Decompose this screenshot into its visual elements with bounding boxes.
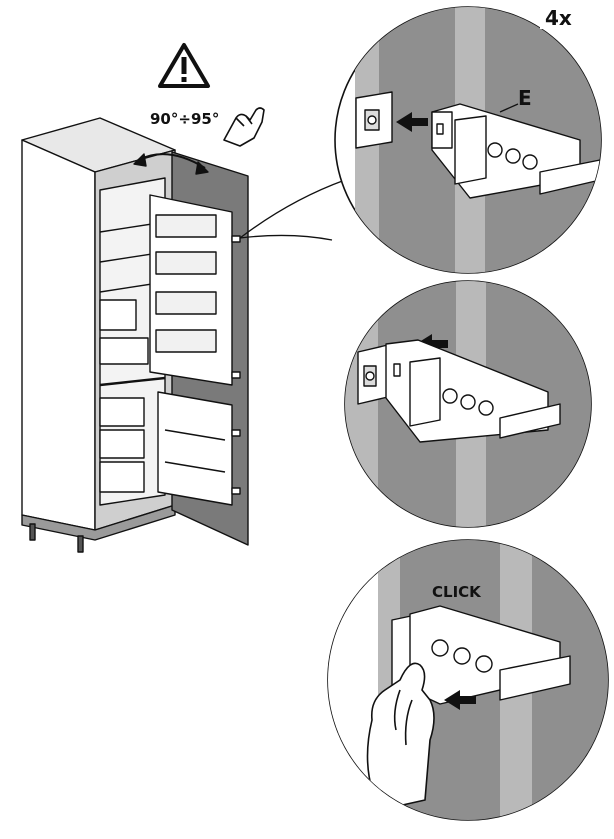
hand-pushing-icon bbox=[223, 107, 265, 147]
part-leader-line bbox=[499, 103, 519, 113]
detail-circle-step-3: CLICK bbox=[327, 539, 609, 821]
door-bin bbox=[155, 329, 217, 353]
freezer-door-line bbox=[164, 429, 226, 441]
cabinet-plinth bbox=[21, 504, 176, 541]
crisper-drawer bbox=[99, 337, 149, 365]
clicked-bracket-assembly bbox=[391, 605, 571, 705]
count-label-bg bbox=[540, 5, 588, 29]
fridge-cabinet-illustration bbox=[21, 117, 249, 553]
door-bracket bbox=[231, 371, 241, 379]
door-bin bbox=[155, 251, 217, 275]
freezer-drawer bbox=[99, 397, 145, 427]
door-bracket bbox=[231, 235, 241, 243]
callout-connector bbox=[239, 179, 346, 241]
hand-pushing-icon bbox=[366, 662, 435, 811]
opening-angle-arrowhead bbox=[195, 161, 209, 175]
cabinet-foot bbox=[29, 523, 36, 541]
door-bin bbox=[155, 291, 217, 315]
door-bin bbox=[155, 214, 217, 238]
door-slide-bracket bbox=[355, 91, 393, 149]
bracket-slide-assembly bbox=[357, 339, 561, 443]
freezer-drawer bbox=[99, 461, 145, 493]
click-label: CLICK bbox=[432, 583, 482, 601]
freezer-drawer bbox=[99, 429, 145, 459]
part-label-e: E bbox=[518, 86, 532, 110]
fridge-door-lower bbox=[157, 391, 233, 506]
open-space bbox=[328, 540, 385, 820]
opening-angle-arrowhead bbox=[133, 153, 147, 167]
count-label: 4x bbox=[545, 6, 572, 30]
cabinet-left-side bbox=[21, 139, 96, 531]
cabinet-foot bbox=[77, 535, 84, 553]
detail-circle-step-1: E bbox=[334, 6, 602, 274]
cabinet-side-edge bbox=[345, 281, 378, 527]
door-bracket bbox=[231, 487, 241, 495]
freezer-door-line bbox=[164, 461, 226, 473]
detail-circle-step-2 bbox=[344, 280, 592, 528]
compartment-divider bbox=[99, 376, 166, 387]
opening-angle-label: 90°÷95° bbox=[150, 110, 219, 128]
door-bracket bbox=[231, 429, 241, 437]
slide-guide-e bbox=[431, 103, 601, 199]
direction-arrow bbox=[396, 112, 428, 132]
direction-arrow bbox=[444, 690, 476, 710]
crisper-drawer bbox=[99, 299, 137, 331]
warning-triangle-icon bbox=[158, 43, 210, 88]
